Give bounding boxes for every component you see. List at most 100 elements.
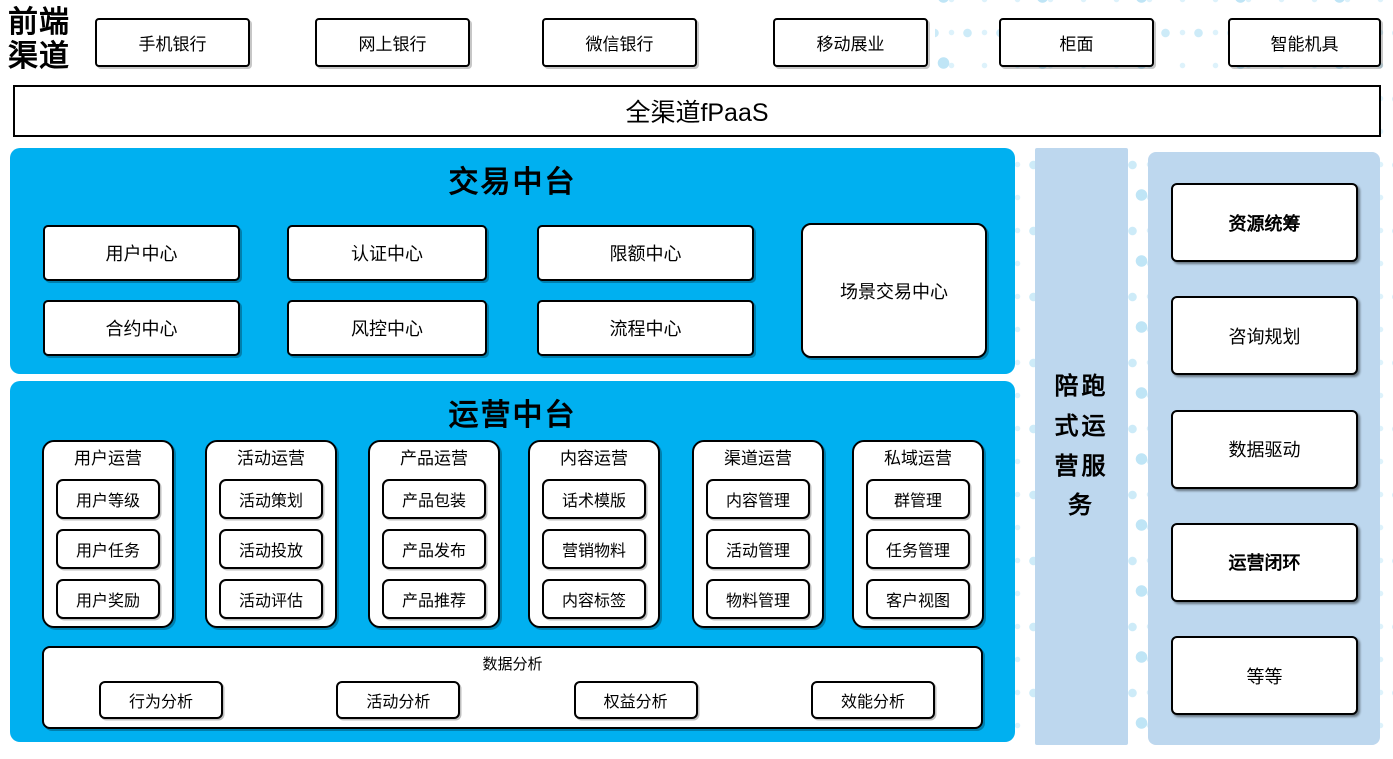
analysis-item-activity: 活动分析: [336, 681, 461, 719]
ops-item: 营销物料: [542, 529, 646, 570]
ops-item: 客户视图: [866, 579, 970, 620]
ops-item: 活动评估: [219, 579, 323, 620]
ops-item: 用户任务: [56, 529, 160, 570]
service-box-consulting: 咨询规划: [1171, 296, 1358, 376]
analysis-label: 权益分析: [603, 694, 668, 711]
ops-item-label: 内容标签: [561, 593, 626, 611]
data-analysis-title: 数据分析: [482, 656, 543, 673]
service-box-closed-loop: 运营闭环: [1171, 522, 1358, 602]
analysis-item-efficiency: 效能分析: [810, 681, 935, 719]
ops-column-title: 渠道运营: [724, 449, 792, 468]
ops-item: 用户等级: [56, 479, 160, 520]
analysis-label: 效能分析: [840, 694, 905, 711]
center-label: 流程中心: [609, 319, 682, 339]
ops-column-title: 用户运营: [74, 449, 142, 468]
center-label: 风控中心: [351, 319, 423, 339]
center-box-contract: 合约中心: [43, 300, 240, 356]
trade-platform-panel: 交易中台 用户中心 认证中心 限额中心 合约中心 风控中心 流程中心 场景交易中…: [10, 148, 1015, 374]
analysis-label: 行为分析: [128, 694, 193, 711]
center-box-user: 用户中心: [43, 225, 240, 281]
ops-item-label: 话术模版: [561, 493, 626, 511]
operations-platform-title: 运营中台: [448, 399, 577, 432]
center-box-risk: 风控中心: [287, 300, 487, 356]
channel-label: 智能机具: [1270, 35, 1339, 54]
ops-item-label: 产品包装: [401, 493, 466, 511]
channel-label: 柜面: [1059, 35, 1094, 54]
service-box-data-driven: 数据驱动: [1171, 409, 1358, 489]
service-label: 运营闭环: [1228, 553, 1301, 574]
ops-item-label: 任务管理: [885, 543, 950, 561]
ops-item-label: 用户奖励: [75, 593, 140, 611]
analysis-item-behavior: 行为分析: [99, 681, 223, 719]
service-box-etc: 等等: [1171, 636, 1358, 715]
analysis-label: 活动分析: [366, 694, 431, 711]
companion-service-bar: 陪跑式运营服务: [1035, 148, 1128, 745]
channel-label: 移动展业: [816, 35, 885, 54]
ops-column-private-domain: 私域运营 群管理 任务管理 客户视图: [852, 440, 984, 628]
ops-column-user: 用户运营 用户等级 用户任务 用户奖励: [42, 440, 174, 628]
fpaas-label: 全渠道fPaaS: [625, 99, 769, 127]
ops-item-label: 客户视图: [885, 593, 950, 611]
ops-column-title: 私域运营: [884, 449, 952, 468]
ops-item-label: 活动策划: [238, 493, 303, 511]
ops-item: 活动策划: [219, 479, 323, 520]
ops-item: 产品包装: [382, 479, 486, 520]
ops-column-activity: 活动运营 活动策划 活动投放 活动评估: [205, 440, 337, 628]
ops-item-label: 产品推荐: [401, 593, 466, 611]
ops-item: 任务管理: [866, 529, 970, 570]
service-label: 资源统筹: [1228, 213, 1301, 234]
ops-item: 产品推荐: [382, 579, 486, 620]
ops-item-label: 用户等级: [75, 493, 140, 511]
service-label: 等等: [1246, 666, 1283, 687]
ops-item: 活动管理: [706, 529, 810, 570]
channel-box-counter: 柜面: [999, 18, 1154, 67]
ops-item-label: 产品发布: [401, 543, 466, 561]
ops-item: 内容管理: [706, 479, 810, 520]
channel-box-smart-devices: 智能机具: [1228, 18, 1381, 67]
service-box-resource-planning: 资源统筹: [1171, 183, 1358, 262]
center-box-limit: 限额中心: [537, 225, 754, 281]
ops-item-label: 物料管理: [725, 593, 790, 611]
ops-column-channel: 渠道运营 内容管理 活动管理 物料管理: [692, 440, 824, 628]
center-label: 合约中心: [105, 319, 178, 339]
center-box-scene-trade: 场景交易中心: [801, 223, 987, 358]
ops-column-title: 产品运营: [400, 449, 468, 468]
ops-item-label: 活动管理: [725, 543, 790, 561]
center-box-auth: 认证中心: [287, 225, 487, 281]
ops-item: 活动投放: [219, 529, 323, 570]
center-label: 用户中心: [105, 244, 178, 264]
ops-item-label: 活动投放: [238, 543, 303, 561]
trade-platform-title: 交易中台: [448, 166, 577, 199]
center-label: 场景交易中心: [840, 281, 948, 302]
channel-label: 手机银行: [138, 35, 207, 54]
analysis-item-rights: 权益分析: [573, 681, 698, 719]
ops-item: 内容标签: [542, 579, 646, 620]
ops-item: 产品发布: [382, 529, 486, 570]
ops-item-label: 用户任务: [75, 543, 140, 561]
ops-item-label: 群管理: [893, 493, 942, 511]
ops-column-product: 产品运营 产品包装 产品发布 产品推荐: [368, 440, 500, 628]
operations-platform-panel: 运营中台 用户运营 用户等级 用户任务 用户奖励 活动运营 活动策划 活动投放 …: [10, 381, 1015, 742]
data-analysis-strip: 数据分析 行为分析 活动分析 权益分析 效能分析: [42, 646, 983, 729]
service-label: 咨询规划: [1228, 326, 1301, 347]
channel-box-wechat-banking: 微信银行: [542, 18, 697, 67]
center-label: 认证中心: [351, 244, 423, 264]
channel-label: 微信银行: [585, 35, 654, 54]
service-label: 数据驱动: [1228, 440, 1301, 460]
ops-item: 用户奖励: [56, 579, 160, 620]
ops-item-label: 内容管理: [725, 493, 790, 511]
channel-box-mobile-banking: 手机银行: [95, 18, 250, 67]
ops-column-title: 活动运营: [237, 449, 305, 468]
ops-column-content: 内容运营 话术模版 营销物料 内容标签: [528, 440, 660, 628]
ops-item: 话术模版: [542, 479, 646, 520]
ops-item: 物料管理: [706, 579, 810, 620]
channel-box-mobile-sales: 移动展业: [773, 18, 928, 67]
channel-box-online-banking: 网上银行: [315, 18, 470, 67]
services-panel: 资源统筹 咨询规划 数据驱动 运营闭环 等等: [1148, 152, 1380, 745]
channel-label: 网上银行: [358, 35, 427, 54]
companion-service-label: 陪跑式运营服务: [1054, 373, 1109, 520]
center-box-process: 流程中心: [537, 300, 754, 356]
fpaas-bar: 全渠道fPaaS: [13, 85, 1381, 137]
ops-item: 群管理: [866, 479, 970, 520]
